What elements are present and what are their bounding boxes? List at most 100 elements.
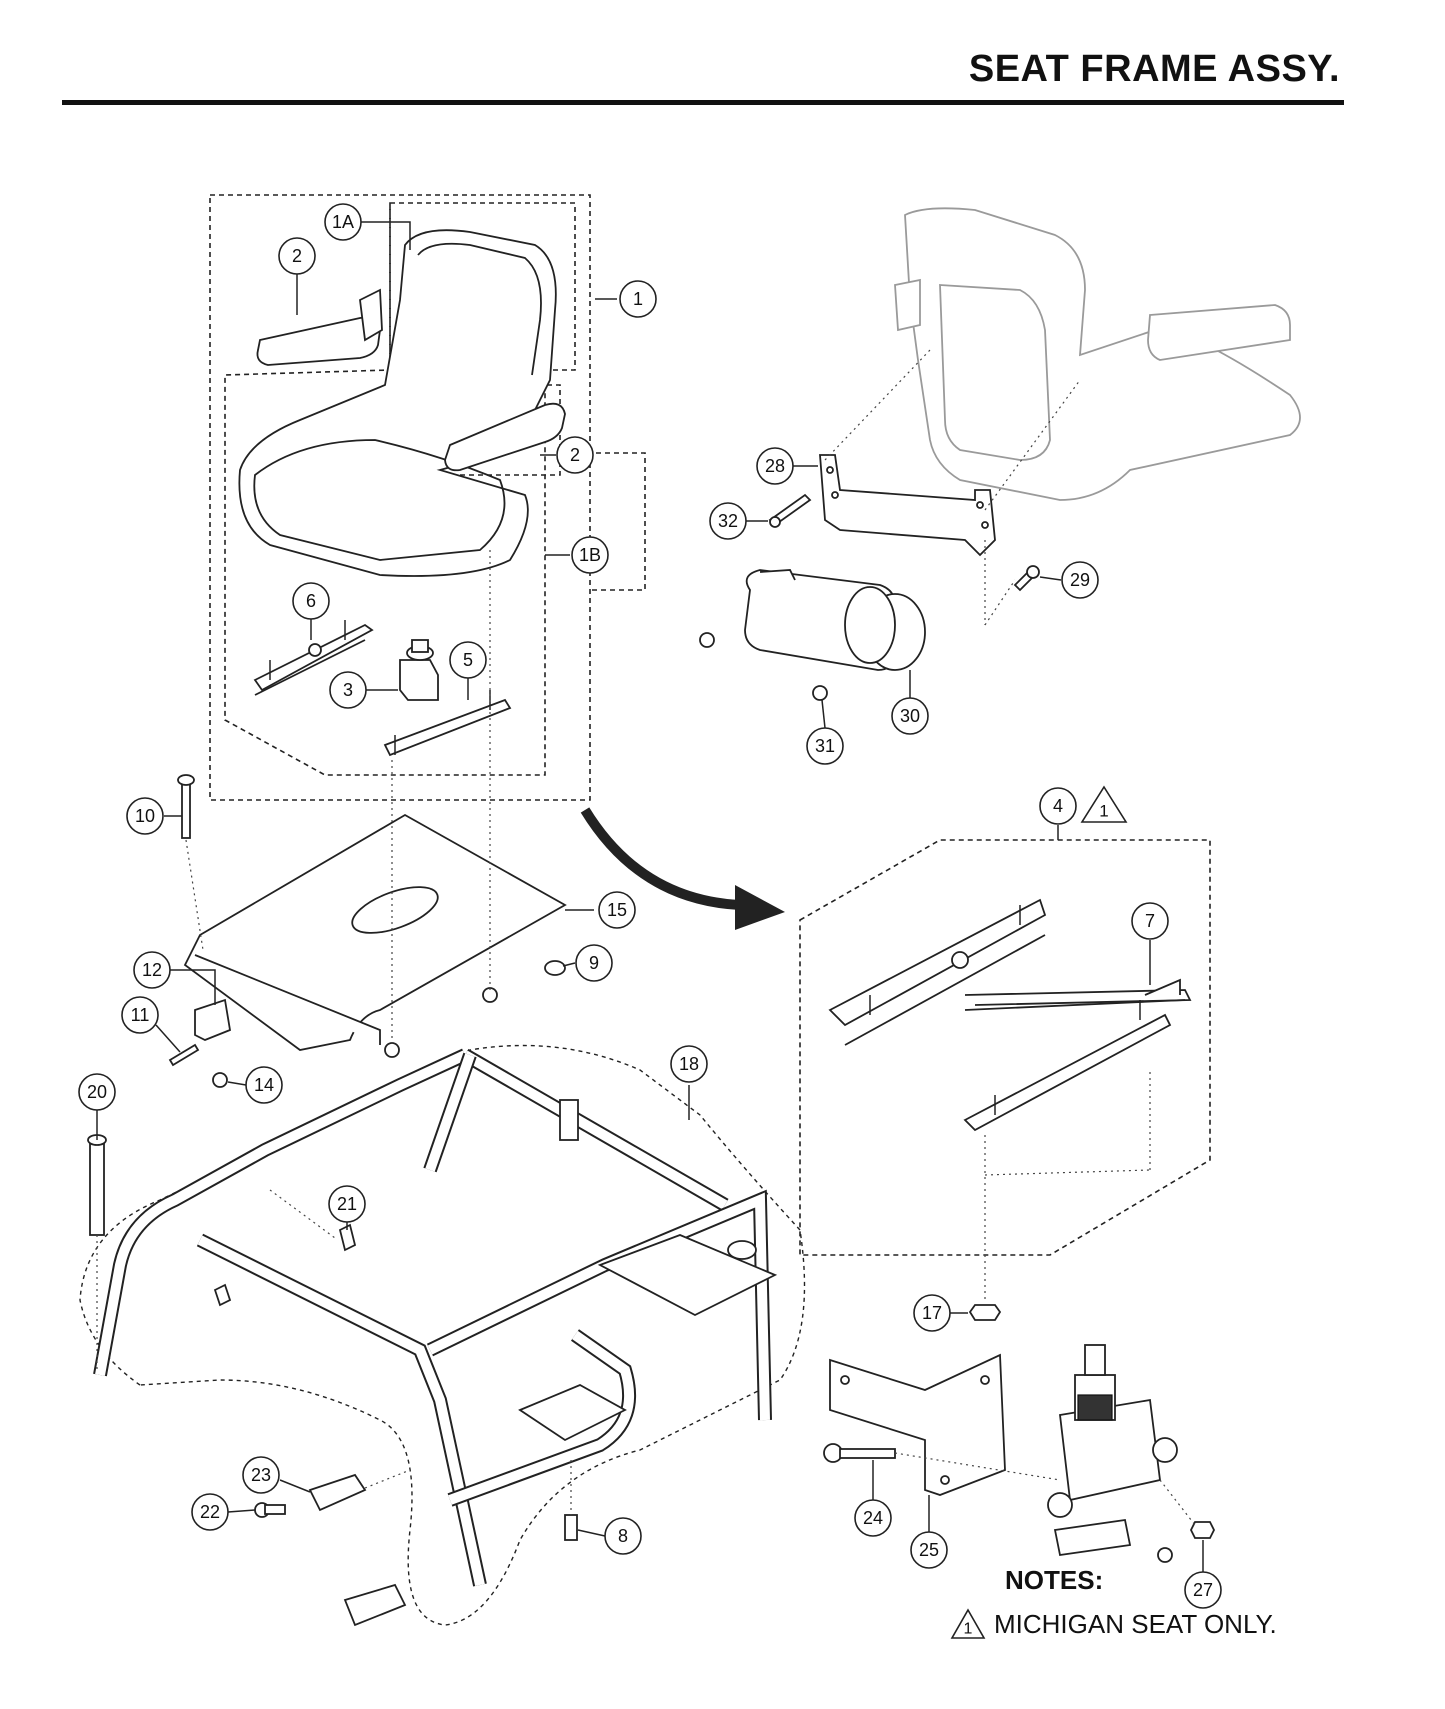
screw-21b xyxy=(213,1283,232,1307)
svg-text:1: 1 xyxy=(1099,802,1108,821)
svg-text:32: 32 xyxy=(718,511,738,531)
plate-nut-b xyxy=(384,1042,400,1058)
callout-4: 4 xyxy=(1039,787,1077,825)
bracket-25 xyxy=(829,1353,1006,1496)
svg-text:9: 9 xyxy=(589,953,599,973)
callout-22: 22 xyxy=(191,1493,229,1531)
svg-text:2: 2 xyxy=(570,445,580,465)
callout-25: 25 xyxy=(910,1531,948,1569)
callout-3: 3 xyxy=(329,671,367,709)
svg-text:24: 24 xyxy=(863,1508,883,1528)
nut-31b xyxy=(812,685,828,701)
callout-30: 30 xyxy=(891,697,929,735)
callout-18: 18 xyxy=(670,1045,708,1083)
callout-15: 15 xyxy=(598,891,636,929)
callout-7: 7 xyxy=(1131,902,1169,940)
bolt-8 xyxy=(564,1514,578,1541)
bolt-22 xyxy=(254,1502,286,1518)
seat-cushion xyxy=(238,229,557,577)
svg-text:5: 5 xyxy=(463,650,473,670)
screw-11 xyxy=(168,1043,200,1067)
svg-text:10: 10 xyxy=(135,806,155,826)
callout-1a: 1A xyxy=(324,203,362,241)
callout-11: 11 xyxy=(121,996,159,1034)
callout-10: 10 xyxy=(126,797,164,835)
svg-text:17: 17 xyxy=(922,1303,942,1323)
svg-text:1A: 1A xyxy=(332,212,354,232)
callout-6: 6 xyxy=(292,582,330,620)
hydraulic-valve xyxy=(1047,1344,1178,1557)
svg-text:12: 12 xyxy=(142,960,162,980)
svg-text:31: 31 xyxy=(815,736,835,756)
callout-31: 31 xyxy=(806,727,844,765)
svg-text:25: 25 xyxy=(919,1540,939,1560)
callout-20: 20 xyxy=(78,1073,116,1111)
svg-text:23: 23 xyxy=(251,1465,271,1485)
callout-29: 29 xyxy=(1061,561,1099,599)
note-item: 1 MICHIGAN SEAT ONLY. xyxy=(950,1608,1277,1640)
seat-slide-5 xyxy=(383,690,512,757)
warning-triangle-icon: 1 xyxy=(950,1608,986,1639)
svg-text:20: 20 xyxy=(87,1082,107,1102)
seat-frame-18 xyxy=(79,1044,806,1626)
bracket-12 xyxy=(194,998,232,1041)
svg-text:1: 1 xyxy=(964,1621,973,1638)
nut-17 xyxy=(968,1304,1002,1321)
nut-14 xyxy=(212,1072,228,1088)
svg-text:28: 28 xyxy=(765,456,785,476)
callout-14: 14 xyxy=(245,1066,283,1104)
svg-text:6: 6 xyxy=(306,591,316,611)
bolt-29 xyxy=(1013,565,1040,592)
svg-text:15: 15 xyxy=(607,900,627,920)
bracket-23 xyxy=(308,1473,367,1512)
callout-32: 32 xyxy=(709,502,747,540)
svg-text:3: 3 xyxy=(343,680,353,700)
svg-text:21: 21 xyxy=(337,1194,357,1214)
bolt-10 xyxy=(177,774,195,839)
svg-text:22: 22 xyxy=(200,1502,220,1522)
callout-1b: 1B xyxy=(571,536,609,574)
armrest-right xyxy=(444,402,566,472)
nut-31a xyxy=(699,632,715,648)
svg-text:18: 18 xyxy=(679,1054,699,1074)
nut-9 xyxy=(544,960,566,976)
callout-5: 5 xyxy=(449,641,487,679)
nut-27b xyxy=(1157,1547,1173,1563)
callout-27: 27 xyxy=(1184,1571,1222,1609)
note-text: MICHIGAN SEAT ONLY. xyxy=(994,1608,1277,1639)
actuator-30 xyxy=(744,569,926,671)
seat-switch-3 xyxy=(399,639,439,701)
svg-text:4: 4 xyxy=(1053,796,1063,816)
callout-17: 17 xyxy=(913,1294,951,1332)
nut-27 xyxy=(1189,1521,1216,1539)
notes-heading: NOTES: xyxy=(1005,1565,1104,1595)
seat-slide-6 xyxy=(253,620,374,696)
michigan-slide-group xyxy=(799,839,1211,1256)
armrest-left xyxy=(256,288,383,366)
svg-text:1: 1 xyxy=(633,289,643,309)
svg-text:2: 2 xyxy=(292,246,302,266)
leader-lines xyxy=(96,221,1204,1572)
title-rule xyxy=(62,100,1344,105)
page-title: SEAT FRAME ASSY. xyxy=(968,48,1340,90)
callout-8: 8 xyxy=(604,1517,642,1555)
callout-2-right: 2 xyxy=(556,436,594,474)
direction-arrow xyxy=(580,807,785,930)
svg-text:7: 7 xyxy=(1145,911,1155,931)
callout-28: 28 xyxy=(756,447,794,485)
callout-12: 12 xyxy=(133,951,171,989)
seat-bracket-28 xyxy=(819,454,996,557)
warning-triangle-4: 1 xyxy=(1080,785,1128,823)
callout-1: 1 xyxy=(619,280,657,318)
seat-plate-15 xyxy=(183,813,567,1051)
svg-text:14: 14 xyxy=(254,1075,274,1095)
callout-24: 24 xyxy=(854,1499,892,1537)
plate-nut-a xyxy=(482,987,498,1003)
callout-21: 21 xyxy=(328,1185,366,1223)
bolt-24 xyxy=(823,1443,896,1463)
callout-9: 9 xyxy=(575,944,613,982)
seat-back-ghost xyxy=(894,207,1301,501)
svg-text:29: 29 xyxy=(1070,570,1090,590)
svg-text:11: 11 xyxy=(131,1005,150,1025)
